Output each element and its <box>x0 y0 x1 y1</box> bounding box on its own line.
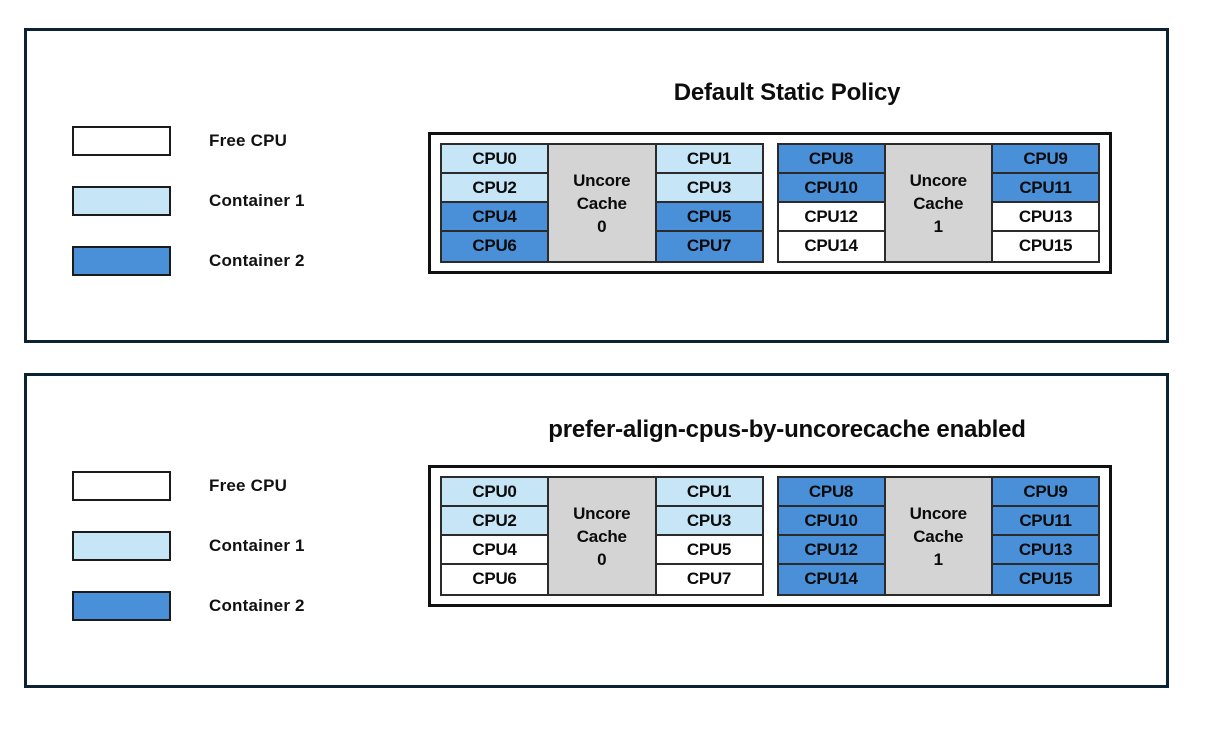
legend-swatch-free-cpu <box>72 471 171 501</box>
cpu-cell: CPU0 <box>442 478 547 507</box>
legend-item-free-cpu: Free CPU <box>72 471 305 501</box>
cpu-topology-diagram: CPU0 CPU2 CPU4 CPU6 Uncore Cache 0 CPU1 … <box>428 465 1112 607</box>
cpu-cell: CPU3 <box>656 507 762 536</box>
uncore-cache-index: 0 <box>597 549 607 569</box>
cpu-cell: CPU14 <box>778 232 884 261</box>
cpu-cell: CPU13 <box>993 536 1098 565</box>
legend-swatch-free-cpu <box>72 126 171 156</box>
socket-group-0: CPU0 CPU2 CPU4 CPU6 Uncore Cache 0 CPU1 … <box>440 143 764 263</box>
uncore-cache-block: Uncore Cache 1 <box>883 145 993 261</box>
uncore-cache-block: Uncore Cache 0 <box>547 478 657 594</box>
cpu-cell: CPU3 <box>656 174 762 203</box>
cpu-cell: CPU10 <box>778 507 884 536</box>
legend-swatch-container-1 <box>72 186 171 216</box>
cpu-cell: CPU8 <box>778 145 884 174</box>
cpu-cell: CPU1 <box>656 145 762 174</box>
legend-label-container-2: Container 2 <box>209 596 305 615</box>
cpu-cell: CPU4 <box>442 203 547 232</box>
cpu-cell: CPU11 <box>993 174 1098 203</box>
cpu-column-left: CPU8 CPU10 CPU12 CPU14 <box>778 145 884 261</box>
uncore-cache-index: 1 <box>933 216 943 236</box>
legend-item-container-2: Container 2 <box>72 591 305 621</box>
uncore-cache-index: 0 <box>597 216 607 236</box>
cpu-cell: CPU12 <box>778 203 884 232</box>
cpu-cell: CPU15 <box>993 565 1098 594</box>
cpu-cell: CPU9 <box>993 145 1098 174</box>
legend-label-container-1: Container 1 <box>209 536 305 555</box>
cpu-cell: CPU2 <box>442 174 547 203</box>
cpu-cell: CPU9 <box>993 478 1098 507</box>
legend-swatch-container-2 <box>72 246 171 276</box>
uncore-cache-label-line2: Cache <box>576 193 627 213</box>
cpu-cell: CPU1 <box>656 478 762 507</box>
cpu-cell: CPU11 <box>993 507 1098 536</box>
cpu-column-right: CPU1 CPU3 CPU5 CPU7 <box>656 145 762 261</box>
legend-swatch-container-2 <box>72 591 171 621</box>
cpu-cell: CPU15 <box>993 232 1098 261</box>
cpu-cell: CPU7 <box>656 565 762 594</box>
cpu-cell: CPU14 <box>778 565 884 594</box>
cpu-column-right: CPU9 CPU11 CPU13 CPU15 <box>993 478 1098 594</box>
legend-label-free-cpu: Free CPU <box>209 131 288 150</box>
socket-group-1: CPU8 CPU10 CPU12 CPU14 Uncore Cache 1 CP… <box>776 476 1100 596</box>
page-title: prefer-align-cpus-by-uncorecache enabled <box>548 416 1026 443</box>
page-title: Default Static Policy <box>673 79 901 106</box>
diagram-panel-prefer-align-cpus-by-uncorecache: prefer-align-cpus-by-uncorecache enabled… <box>24 373 1169 688</box>
cpu-column-left: CPU0 CPU2 CPU4 CPU6 <box>442 478 547 594</box>
diagram-panel-default-static-policy: Default Static Policy Free CPU Container… <box>24 28 1169 343</box>
socket-group-1: CPU8 CPU10 CPU12 CPU14 Uncore Cache 1 CP… <box>776 143 1100 263</box>
cpu-cell: CPU10 <box>778 174 884 203</box>
cpu-column-right: CPU1 CPU3 CPU5 CPU7 <box>656 478 762 594</box>
cpu-cell: CPU2 <box>442 507 547 536</box>
cpu-cell: CPU4 <box>442 536 547 565</box>
uncore-cache-label-line2: Cache <box>913 193 964 213</box>
legend-swatch-container-1 <box>72 531 171 561</box>
cpu-cell: CPU6 <box>442 232 547 261</box>
legend: Free CPU Container 1 Container 2 <box>72 471 305 621</box>
legend-item-container-1: Container 1 <box>72 186 305 216</box>
cpu-cell: CPU5 <box>656 536 762 565</box>
uncore-cache-label-line1: Uncore <box>573 503 631 523</box>
cpu-cell: CPU5 <box>656 203 762 232</box>
legend-label-container-2: Container 2 <box>209 251 305 270</box>
cpu-cell: CPU0 <box>442 145 547 174</box>
uncore-cache-label-line1: Uncore <box>573 170 631 190</box>
socket-group-0: CPU0 CPU2 CPU4 CPU6 Uncore Cache 0 CPU1 … <box>440 476 764 596</box>
uncore-cache-block: Uncore Cache 1 <box>883 478 993 594</box>
cpu-cell: CPU13 <box>993 203 1098 232</box>
uncore-cache-index: 1 <box>933 549 943 569</box>
cpu-cell: CPU12 <box>778 536 884 565</box>
cpu-column-left: CPU0 CPU2 CPU4 CPU6 <box>442 145 547 261</box>
legend: Free CPU Container 1 Container 2 <box>72 126 305 276</box>
legend-item-free-cpu: Free CPU <box>72 126 305 156</box>
cpu-cell: CPU6 <box>442 565 547 594</box>
uncore-cache-label-line1: Uncore <box>909 170 968 190</box>
cpu-column-left: CPU8 CPU10 CPU12 CPU14 <box>778 478 884 594</box>
legend-label-container-1: Container 1 <box>209 191 305 210</box>
cpu-cell: CPU8 <box>778 478 884 507</box>
uncore-cache-label-line2: Cache <box>576 526 627 546</box>
cpu-topology-diagram: CPU0 CPU2 CPU4 CPU6 Uncore Cache 0 CPU1 … <box>428 132 1112 274</box>
legend-item-container-2: Container 2 <box>72 246 305 276</box>
cpu-cell: CPU7 <box>656 232 762 261</box>
cpu-column-right: CPU9 CPU11 CPU13 CPU15 <box>993 145 1098 261</box>
uncore-cache-block: Uncore Cache 0 <box>547 145 657 261</box>
legend-item-container-1: Container 1 <box>72 531 305 561</box>
legend-label-free-cpu: Free CPU <box>209 476 288 495</box>
uncore-cache-label-line2: Cache <box>913 526 964 546</box>
uncore-cache-label-line1: Uncore <box>909 503 968 523</box>
